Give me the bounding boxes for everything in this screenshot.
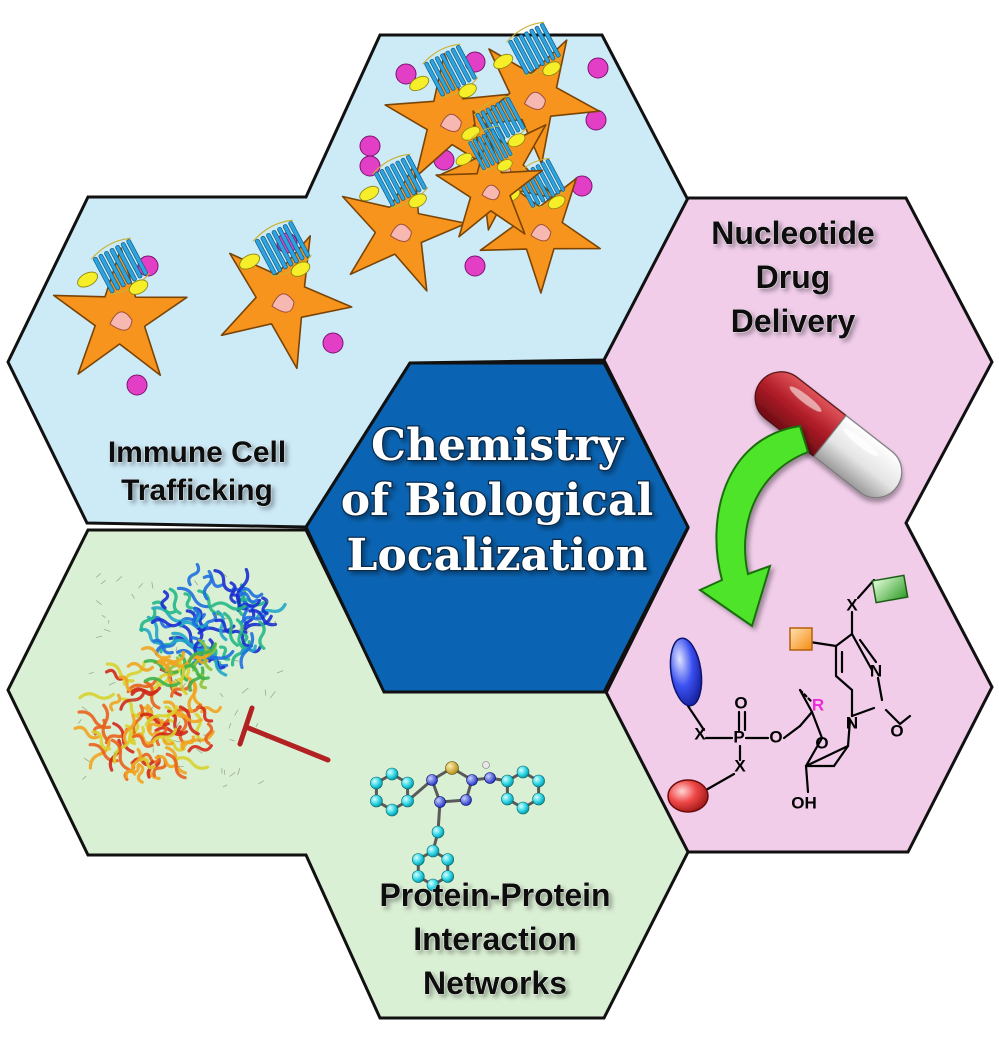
atom-x-3: X	[846, 595, 858, 614]
protein-ribbon-illustration	[73, 562, 287, 788]
red-carrier-icon	[667, 779, 709, 813]
atom-x-1: X	[694, 724, 706, 743]
atom-p: P	[733, 727, 744, 746]
atom-o-top: O	[734, 693, 747, 712]
ppi-label: Protein-Protein Interaction Networks	[379, 877, 611, 1002]
chemokine-icon	[359, 135, 381, 157]
immune-cell-icon	[472, 21, 600, 165]
receptor-icon	[239, 219, 312, 277]
chemokine-icon	[322, 332, 344, 354]
atom-oh: OH	[791, 793, 817, 812]
capsule-icon	[754, 371, 903, 499]
chemokine-icon	[587, 57, 609, 79]
atom-n-top: N	[870, 661, 882, 680]
receptor-icon	[493, 21, 563, 77]
green-substituent-icon	[871, 574, 909, 604]
immune-cell-illustration	[52, 21, 609, 396]
ppi-label-line-1: Protein-Protein	[379, 877, 610, 913]
atom-o-link: O	[769, 727, 782, 746]
immune-label-line-1: Immune Cell	[108, 436, 286, 469]
immune-label: Immune Cell Trafficking	[107, 436, 286, 508]
chemokine-icon	[126, 374, 148, 396]
blue-carrier-icon	[669, 637, 703, 707]
receptor-icon	[455, 125, 514, 172]
atom-n-bottom: N	[846, 713, 858, 732]
immune-cell-icon	[220, 219, 353, 370]
immune-cell-icon	[435, 125, 544, 238]
immune-cell-icon	[341, 153, 467, 292]
chemokine-icon	[395, 63, 417, 85]
nucleotide-label-line-2: Drug	[756, 259, 831, 295]
atom-x-2: X	[734, 756, 746, 775]
center-title: Chemistry of Biological Localization	[340, 419, 655, 583]
chemokine-icon	[464, 255, 486, 277]
receptor-icon	[359, 153, 429, 209]
nucleotide-label-line-1: Nucleotide	[711, 215, 875, 251]
ppi-label-line-3: Networks	[423, 965, 567, 1001]
atom-o-carbonyl: O	[890, 721, 903, 740]
inhibition-icon	[237, 705, 331, 763]
atom-r: R	[812, 695, 824, 714]
nucleotide-structure	[686, 578, 912, 794]
receptor-icon	[409, 43, 479, 99]
center-hex-bg	[304, 361, 690, 694]
center-title-line-1: Chemistry	[371, 420, 625, 471]
nucleotide-label: Nucleotide Drug Delivery	[711, 215, 876, 340]
ppi-label-line-2: Interaction	[413, 921, 577, 957]
immune-cell-icon	[52, 237, 188, 376]
center-title-line-3: Localization	[347, 530, 648, 581]
atom-o-ring: O	[815, 733, 828, 752]
orange-substituent-icon	[789, 627, 813, 651]
center-title-line-2: of Biological	[341, 475, 653, 526]
nucleotide-label-line-3: Delivery	[731, 303, 856, 339]
small-molecule-icon	[370, 761, 545, 892]
receptor-icon	[77, 237, 150, 295]
delivery-arrow-icon	[697, 424, 810, 628]
nucleotide-atom-labels: X P O X O O OH X N N O R	[694, 595, 903, 812]
immune-label-line-2: Trafficking	[121, 474, 273, 507]
